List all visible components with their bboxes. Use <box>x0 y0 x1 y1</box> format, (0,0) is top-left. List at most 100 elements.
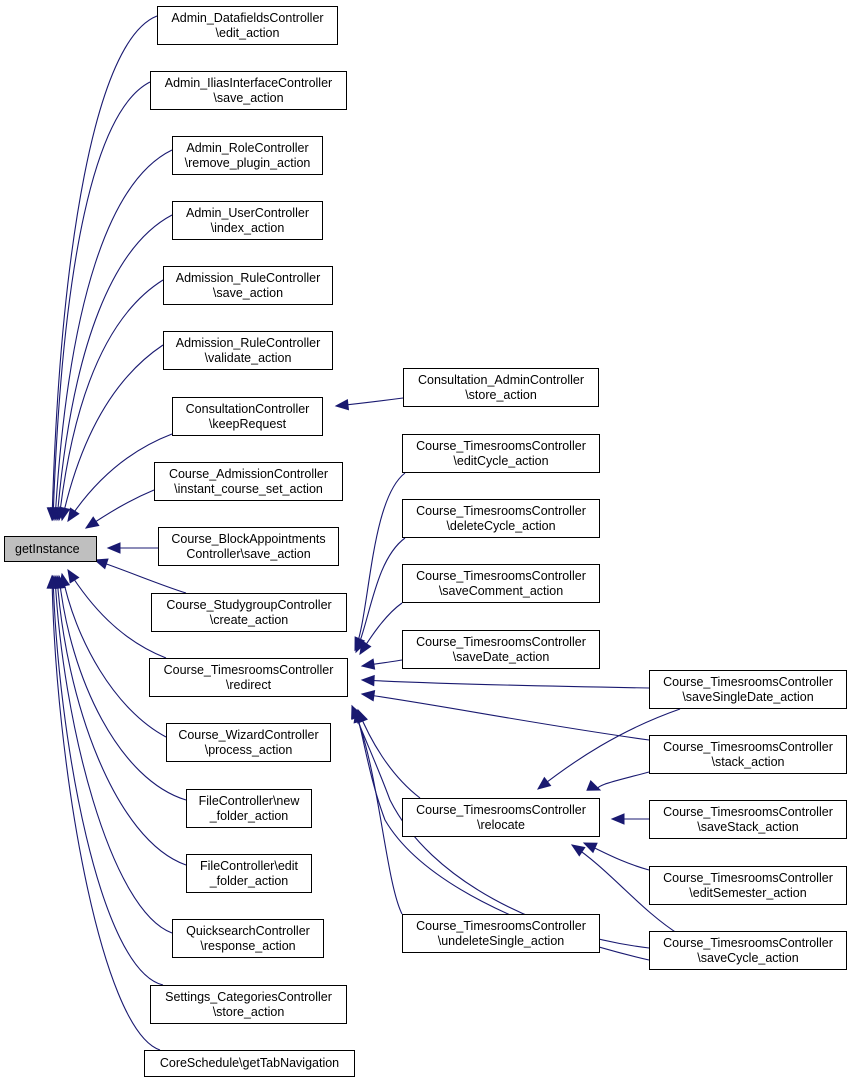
caller-node-n13[interactable]: FileController\new_folder_action <box>186 789 312 828</box>
node-label-line: Controller\save_action <box>186 546 311 561</box>
caller-node-n15[interactable]: QuicksearchController\response_action <box>172 919 324 958</box>
node-label-line: \instant_course_set_action <box>174 481 323 496</box>
node-label-line: \stack_action <box>711 754 785 769</box>
caller-node-n12[interactable]: Course_WizardController\process_action <box>166 723 331 762</box>
caller-node-r2[interactable]: Course_TimesroomsController\stack_action <box>649 735 847 774</box>
node-label-line: FileController\new <box>198 793 300 808</box>
arrowhead <box>359 640 372 656</box>
node-label-line: Course_TimesroomsController <box>416 503 586 518</box>
arrowhead <box>106 542 121 554</box>
caller-node-n7[interactable]: ConsultationController\keepRequest <box>172 397 323 436</box>
node-label-line: \save_action <box>212 285 284 300</box>
node-label-line: _folder_action <box>209 808 289 823</box>
caller-node-n2[interactable]: Admin_IliasInterfaceController\save_acti… <box>150 71 347 110</box>
node-label-line: Course_TimesroomsController <box>416 438 586 453</box>
edge-n7-to-getInstance <box>67 433 173 523</box>
caller-node-n6[interactable]: Admission_RuleController\validate_action <box>163 331 333 370</box>
edge-n11-to-getInstance <box>67 568 167 659</box>
edge-r2-to-n11 <box>360 690 650 741</box>
caller-node-n16[interactable]: Settings_CategoriesController\store_acti… <box>150 985 347 1024</box>
node-label-line: \store_action <box>465 387 537 402</box>
node-label-line: \saveSingleDate_action <box>682 689 814 704</box>
edge-n16-to-getInstance <box>47 574 164 986</box>
node-label-line: Settings_CategoriesController <box>165 989 332 1004</box>
node-label-line: Course_TimesroomsController <box>663 739 833 754</box>
node-label-line: Admission_RuleController <box>175 335 321 350</box>
node-label-line: Course_AdmissionController <box>168 466 329 481</box>
caller-node-t1[interactable]: Course_TimesroomsController\editCycle_ac… <box>402 434 600 473</box>
caller-node-n11[interactable]: Course_TimesroomsController\redirect <box>149 658 348 697</box>
node-label-line: \deleteCycle_action <box>446 518 556 533</box>
caller-node-n1[interactable]: Admin_DatafieldsController\edit_action <box>157 6 338 45</box>
caller-node-n14[interactable]: FileController\edit_folder_action <box>186 854 312 893</box>
caller-node-t3[interactable]: Course_TimesroomsController\saveComment_… <box>402 564 600 603</box>
root-node-getinstance[interactable]: getInstance <box>4 536 97 562</box>
arrowhead <box>582 842 598 854</box>
node-label-line: \undeleteSingle_action <box>437 933 565 948</box>
caller-node-r3[interactable]: Course_TimesroomsController\saveStack_ac… <box>649 800 847 839</box>
node-label-line: Admin_RoleController <box>186 140 309 155</box>
arrowhead <box>334 398 350 411</box>
arrowhead <box>586 780 602 791</box>
caller-node-n3[interactable]: Admin_RoleController\remove_plugin_actio… <box>172 136 323 175</box>
caller-node-r1[interactable]: Course_TimesroomsController\saveSingleDa… <box>649 670 847 709</box>
node-label-line: Course_StudygroupController <box>166 597 332 612</box>
edge-r4-to-t5 <box>582 842 650 871</box>
node-label-line: Consultation_AdminController <box>417 372 585 387</box>
arrowhead <box>610 813 625 825</box>
arrowhead <box>536 776 552 790</box>
caller-node-n17[interactable]: CoreSchedule\getTabNavigation <box>144 1050 355 1077</box>
edge-t6-to-n11 <box>351 704 403 915</box>
node-label-line: Course_TimesroomsController <box>663 804 833 819</box>
edge-t5-to-n11 <box>357 708 421 799</box>
caller-node-t6[interactable]: Course_TimesroomsController\undeleteSing… <box>402 914 600 953</box>
edge-r3-to-t5 <box>610 813 650 825</box>
arrowhead <box>351 704 362 720</box>
edge-r5-to-t5 <box>570 844 681 936</box>
caller-node-r5[interactable]: Course_TimesroomsController\saveCycle_ac… <box>649 931 847 970</box>
node-label-line: Admin_UserController <box>186 205 309 220</box>
node-label-line: \saveCycle_action <box>697 950 799 965</box>
caller-node-n5[interactable]: Admission_RuleController\save_action <box>163 266 333 305</box>
node-label-line: Admin_IliasInterfaceController <box>164 75 333 90</box>
node-label-line: \keepRequest <box>208 416 287 431</box>
node-label-line: \index_action <box>210 220 285 235</box>
caller-node-n4[interactable]: Admin_UserController\index_action <box>172 201 323 240</box>
node-label-line: \response_action <box>200 938 296 953</box>
edge-n9-to-getInstance <box>106 542 159 554</box>
node-label-line: QuicksearchController <box>186 923 310 938</box>
edge-t2-to-n11 <box>355 537 406 654</box>
node-label-line: _folder_action <box>209 873 289 888</box>
caller-node-t4[interactable]: Course_TimesroomsController\saveDate_act… <box>402 630 600 669</box>
node-label-line: Course_TimesroomsController <box>663 674 833 689</box>
arrowhead <box>360 658 376 670</box>
node-label-line: Course_WizardController <box>178 727 319 742</box>
node-label-line: \validate_action <box>204 350 292 365</box>
caller-node-n10[interactable]: Course_StudygroupController\create_actio… <box>151 593 347 632</box>
edge-c1-to-n7 <box>334 397 404 411</box>
node-label-line: \create_action <box>209 612 289 627</box>
node-label-line: Course_TimesroomsController <box>416 634 586 649</box>
node-label-line: \editCycle_action <box>453 453 549 468</box>
caller-node-t2[interactable]: Course_TimesroomsController\deleteCycle_… <box>402 499 600 538</box>
edge-t1-to-n11 <box>354 472 406 652</box>
arrowhead <box>360 690 376 702</box>
edge-t4-to-n11 <box>360 658 403 670</box>
caller-node-t5[interactable]: Course_TimesroomsController\relocate <box>402 798 600 837</box>
caller-node-c1[interactable]: Consultation_AdminController\store_actio… <box>403 368 599 407</box>
node-label-line: CoreSchedule\getTabNavigation <box>159 1056 340 1070</box>
caller-node-r4[interactable]: Course_TimesroomsController\editSemester… <box>649 866 847 905</box>
node-label-line: \edit_action <box>215 25 280 40</box>
node-label-line: Course_BlockAppointments <box>171 531 326 546</box>
node-label-line: Course_TimesroomsController <box>416 918 586 933</box>
edge-n1-to-getInstance <box>46 15 158 522</box>
caller-node-n8[interactable]: Course_AdmissionController\instant_cours… <box>154 462 343 501</box>
node-label-line: \relocate <box>477 817 525 832</box>
arrowhead <box>84 516 100 529</box>
node-label-line: Admin_DatafieldsController <box>171 10 324 25</box>
node-label-line: \saveDate_action <box>452 649 550 664</box>
node-label-line: Course_TimesroomsController <box>416 802 586 817</box>
node-label-line: getInstance <box>15 541 80 556</box>
arrowhead <box>59 506 71 522</box>
